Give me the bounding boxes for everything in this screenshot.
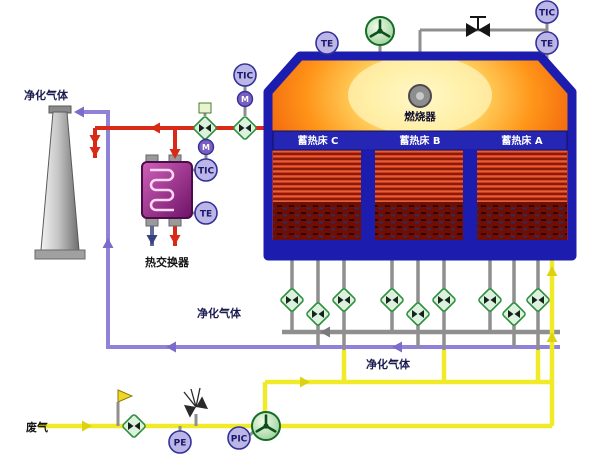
wastegas-valve-icon bbox=[121, 413, 147, 439]
svg-text:PIC: PIC bbox=[231, 435, 248, 445]
te-top-right-instrument: TE bbox=[535, 31, 559, 55]
waste-gas-pipe bbox=[38, 258, 555, 429]
bed-valve-icon bbox=[477, 287, 503, 313]
tic-top-right-instrument: TIC bbox=[535, 0, 559, 24]
motor-inlet-icon: M bbox=[236, 90, 254, 108]
pressure-regulator-icon bbox=[183, 387, 209, 418]
te-exchanger-instrument: TE bbox=[194, 201, 218, 225]
wastegas-blower-icon bbox=[250, 410, 282, 442]
bed-c-label: 蓄热床 C bbox=[298, 134, 339, 147]
tic-exchanger-instrument: TIC bbox=[194, 158, 218, 182]
purified-gas-pipe bbox=[78, 110, 560, 349]
stack-body bbox=[40, 111, 80, 251]
purified-gas-manifold-label: 净化气体 bbox=[197, 306, 242, 320]
bed-valve-icon bbox=[331, 287, 357, 313]
bed-b-label: 蓄热床 B bbox=[399, 134, 440, 147]
waste-gas-label: 废气 bbox=[26, 420, 48, 434]
motor-valve-icon bbox=[232, 115, 258, 141]
svg-text:M: M bbox=[202, 143, 210, 152]
pic-wastegas-instrument: PIC bbox=[227, 426, 251, 450]
bed-divider bbox=[463, 149, 477, 248]
purified-gas-top-label: 净化气体 bbox=[24, 88, 69, 102]
regenerative-bed-a bbox=[477, 150, 567, 240]
regenerative-bed-b bbox=[375, 150, 465, 240]
bed-label-band bbox=[272, 130, 568, 151]
bed-valve-icon bbox=[501, 301, 527, 327]
combustion-fan-icon bbox=[364, 15, 396, 47]
rto-chamber: 蓄热床 C 蓄热床 B 蓄热床 A 燃烧器 bbox=[263, 51, 577, 261]
inlet-control-valve-icon bbox=[192, 102, 218, 141]
exhaust-stack bbox=[34, 105, 86, 260]
hx-coil bbox=[149, 168, 175, 212]
svg-text:TIC: TIC bbox=[539, 9, 555, 19]
bed-valve-icon bbox=[431, 287, 457, 313]
motor-exchanger-icon: M bbox=[197, 138, 215, 156]
bed-valve-icon bbox=[405, 301, 431, 327]
svg-text:TE: TE bbox=[321, 40, 333, 50]
bed-a-label: 蓄热床 A bbox=[501, 134, 542, 147]
svg-text:TE: TE bbox=[541, 40, 553, 50]
bed-valve-icon bbox=[525, 287, 551, 313]
tic-inlet-instrument: TIC bbox=[233, 63, 257, 87]
bed-valve-icon bbox=[379, 287, 405, 313]
stack-base bbox=[34, 249, 86, 260]
regenerative-bed-c bbox=[273, 150, 363, 240]
heat-exchanger bbox=[141, 154, 193, 227]
heat-exchanger-label: 热交换器 bbox=[145, 255, 190, 269]
svg-text:M: M bbox=[241, 95, 249, 104]
hx-flange bbox=[168, 217, 182, 227]
te-roof-instrument: TE bbox=[315, 31, 339, 55]
bed-divider bbox=[361, 149, 375, 248]
svg-text:TIC: TIC bbox=[198, 167, 214, 177]
burner-icon bbox=[408, 84, 432, 108]
svg-text:TE: TE bbox=[200, 210, 212, 220]
fuel-shutoff-valve-icon bbox=[466, 16, 490, 37]
svg-text:TIC: TIC bbox=[237, 72, 253, 82]
svg-text:PE: PE bbox=[174, 439, 187, 449]
chamber-wall bbox=[263, 51, 577, 261]
bed-valve-icon bbox=[305, 301, 331, 327]
burner-label: 燃烧器 bbox=[404, 110, 436, 123]
pe-wastegas-instrument: PE bbox=[168, 430, 192, 454]
relief-vent-icon bbox=[117, 389, 134, 403]
hx-flange bbox=[145, 217, 159, 227]
bed-valve-icon bbox=[279, 287, 305, 313]
purified-gas-lower-label: 净化气体 bbox=[366, 357, 411, 371]
